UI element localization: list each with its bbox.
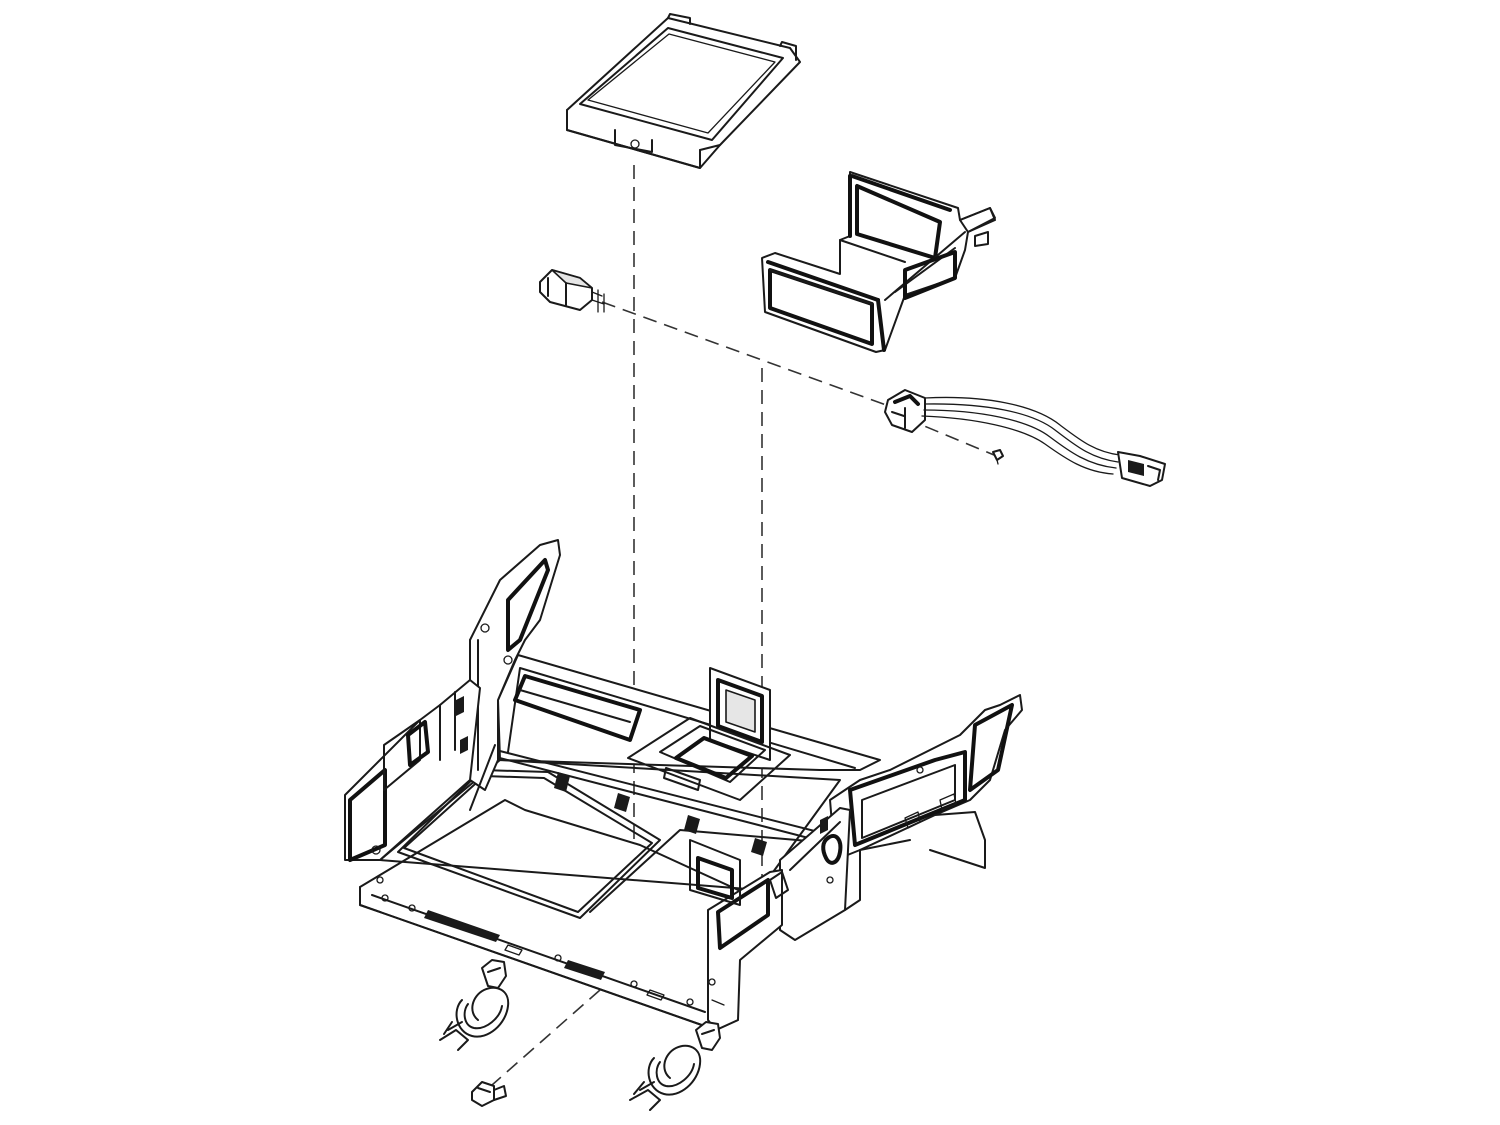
connector-module [539,269,605,313]
power-cable [884,389,1166,487]
guide-line-screw [904,417,995,456]
guide-line-connector [601,301,901,411]
chassis-frame [344,539,1023,1031]
cable-clip-left [439,959,510,1051]
cover-plate [566,13,801,169]
drive-bracket [761,171,996,353]
small-screw [992,449,1004,465]
guide-line-bottom-screw [491,989,601,1086]
mounting-screw [471,1081,507,1107]
cable-clip-right [629,1021,721,1111]
